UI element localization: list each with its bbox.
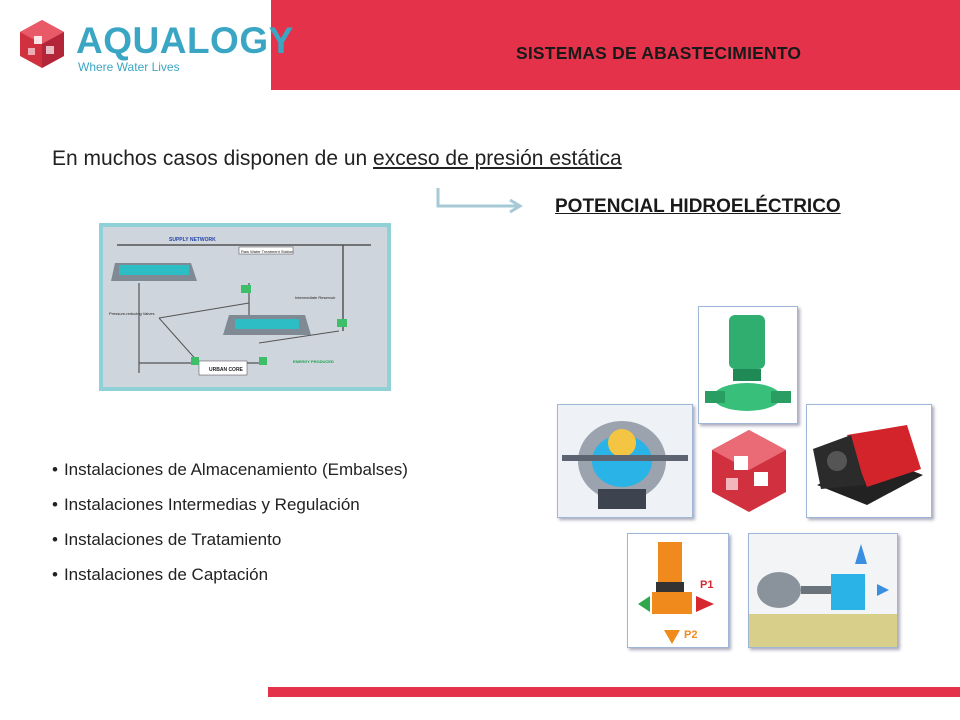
supply-network-diagram: SUPPLY NETWORK Raw Water Treatment Stati…: [99, 223, 391, 391]
header-bar: [271, 0, 960, 90]
diagram-urban-core: URBAN CORE: [209, 367, 244, 373]
inline-pump-image: P1 P2: [627, 533, 729, 648]
footer-bar: [268, 687, 960, 697]
brand-wordmark: AQUALOGY: [76, 20, 294, 61]
list-item: Instalaciones de Captación: [52, 563, 408, 598]
installation-list: Instalaciones de Almacenamiento (Embalse…: [52, 458, 408, 598]
diagram-supply-network: SUPPLY NETWORK: [169, 237, 216, 243]
list-item: Instalaciones Intermedias y Regulación: [52, 493, 408, 528]
diagram-intermediate-reservoir: Intermediate Reservoir: [295, 295, 336, 300]
diagram-pressure-valves: Pressure-reducing Valves: [109, 311, 155, 316]
split-case-pump-image: [557, 404, 693, 518]
potential-label: POTENCIAL HIDROELÉCTRICO: [555, 196, 841, 217]
header-divider: [269, 0, 271, 90]
pump-label-p2: P2: [684, 629, 697, 641]
list-item: Instalaciones de Almacenamiento (Embalse…: [52, 458, 408, 493]
arrow-right-icon: [436, 188, 523, 214]
intro-text: En muchos casos disponen de un: [52, 147, 374, 170]
intro-emphasis: exceso de presión estática: [373, 147, 622, 170]
vertical-pump-image: [698, 306, 798, 424]
brand-tagline: Where Water Lives: [78, 60, 180, 74]
list-item: Instalaciones de Tratamiento: [52, 528, 408, 563]
generator-image: [806, 404, 932, 518]
intro-line: En muchos casos disponen de un exceso de…: [52, 147, 622, 171]
pump-label-p1: P1: [700, 579, 713, 591]
turbine-installation-image: [748, 533, 898, 648]
diagram-energy-note: ENERGY PRODUCED: [293, 359, 334, 364]
aqualogy-emblem-icon: [712, 430, 786, 512]
aqualogy-logo-icon: [20, 20, 64, 68]
page-title: SISTEMAS DE ABASTECIMIENTO: [516, 43, 802, 63]
diagram-treatment-station: Raw Water Treatment Station: [241, 249, 293, 254]
